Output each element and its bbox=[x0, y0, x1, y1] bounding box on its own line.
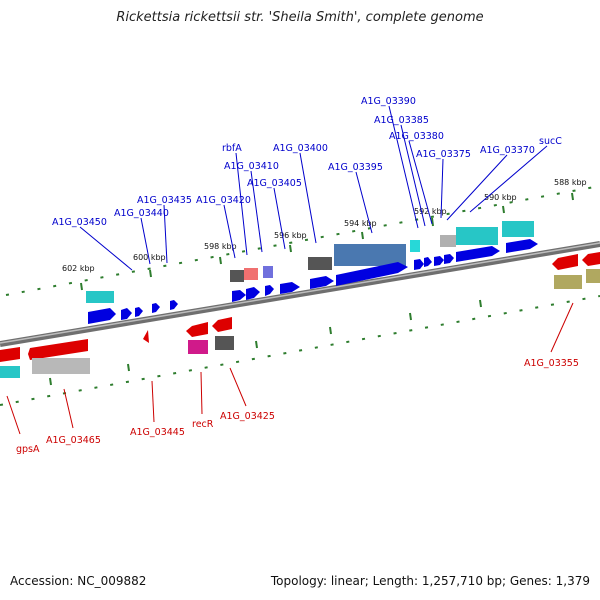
gene-arrow bbox=[135, 307, 143, 317]
scale-tick-marks bbox=[49, 192, 574, 386]
gene-arrow bbox=[121, 308, 132, 320]
cog-box bbox=[586, 269, 600, 283]
gene-label-A1G_03370: A1G_03370 bbox=[480, 145, 535, 156]
cog-box bbox=[86, 291, 114, 303]
gene-arrow bbox=[143, 330, 149, 343]
gene-arrow bbox=[310, 276, 334, 289]
tick-label-598kbp: 598 kbp bbox=[204, 242, 237, 251]
cog-box bbox=[188, 340, 208, 354]
cog-box bbox=[308, 257, 332, 270]
gene-label-gpsA: gpsA bbox=[16, 444, 40, 455]
gene-label-A1G_03400: A1G_03400 bbox=[273, 143, 328, 154]
cog-box bbox=[554, 275, 582, 289]
gene-label-rbfA: rbfA bbox=[222, 143, 242, 154]
gene-arrow bbox=[280, 282, 300, 294]
gc-track-outer bbox=[0, 185, 600, 406]
gene-arrow bbox=[506, 239, 538, 253]
reverse-strand-genes bbox=[0, 252, 600, 362]
tick-label-602kbp: 602 kbp bbox=[62, 264, 95, 273]
gene-arrow bbox=[414, 259, 424, 270]
genome-backbone bbox=[0, 241, 600, 347]
gene-arrow bbox=[552, 254, 578, 270]
gene-label-A1G_03435: A1G_03435 bbox=[137, 195, 192, 206]
gene-label-A1G_03440: A1G_03440 bbox=[114, 208, 169, 219]
gene-arrow bbox=[246, 287, 260, 300]
gene-label-A1G_03450: A1G_03450 bbox=[52, 217, 107, 228]
accession-text: Accession: NC_009882 bbox=[10, 574, 147, 588]
gene-arrow bbox=[434, 256, 444, 266]
cog-box bbox=[230, 270, 244, 282]
gene-label-A1G_03410: A1G_03410 bbox=[224, 161, 279, 172]
gene-label-A1G_03375: A1G_03375 bbox=[416, 149, 471, 160]
gene-label-A1G_03445: A1G_03445 bbox=[130, 427, 185, 438]
cog-box bbox=[456, 227, 498, 245]
gene-arrow bbox=[170, 300, 178, 310]
gene-arrow bbox=[212, 317, 232, 332]
topology-text: Topology: linear; Length: 1,257,710 bp; … bbox=[270, 574, 590, 588]
gene-label-recR: recR bbox=[192, 419, 214, 430]
cog-box bbox=[244, 268, 258, 280]
gene-arrow bbox=[0, 347, 20, 362]
tick-label-594kbp: 594 kbp bbox=[344, 219, 377, 228]
cog-box bbox=[334, 244, 406, 266]
cog-box bbox=[440, 235, 456, 247]
gene-label-A1G_03395: A1G_03395 bbox=[328, 162, 383, 173]
gene-label-A1G_03420: A1G_03420 bbox=[196, 195, 251, 206]
cog-box bbox=[410, 240, 420, 252]
gene-label-A1G_03380: A1G_03380 bbox=[389, 131, 444, 142]
reverse-label-leaders bbox=[6, 302, 574, 435]
gene-label-A1G_03425: A1G_03425 bbox=[220, 411, 275, 422]
gene-label-sucC: sucC bbox=[539, 136, 562, 147]
gene-label-A1G_03385: A1G_03385 bbox=[374, 115, 429, 126]
cog-box bbox=[263, 266, 273, 278]
gene-arrow bbox=[582, 252, 600, 266]
gene-arrow bbox=[232, 290, 246, 302]
reverse-cog-boxes bbox=[0, 269, 600, 378]
gene-arrow bbox=[88, 308, 116, 324]
cog-box bbox=[32, 358, 90, 374]
gene-arrow bbox=[336, 262, 408, 286]
gene-label-A1G_03405: A1G_03405 bbox=[247, 178, 302, 189]
cog-box bbox=[215, 336, 234, 350]
genome-title: Rickettsia rickettsii str. 'Sheila Smith… bbox=[116, 10, 484, 25]
cog-box bbox=[502, 221, 534, 237]
forward-label-leaders bbox=[79, 105, 548, 271]
tick-label-588kbp: 588 kbp bbox=[554, 178, 587, 187]
tick-label-600kbp: 600 kbp bbox=[133, 253, 166, 262]
forward-cog-boxes bbox=[86, 221, 534, 303]
tick-label-590kbp: 590 kbp bbox=[484, 193, 517, 202]
gene-arrow bbox=[424, 257, 432, 267]
gene-arrow bbox=[186, 322, 208, 337]
gene-arrow bbox=[456, 246, 500, 262]
gene-arrow bbox=[152, 303, 160, 313]
gene-label-A1G_03355: A1G_03355 bbox=[524, 358, 579, 369]
cog-box bbox=[0, 366, 20, 378]
gene-arrow bbox=[28, 339, 88, 360]
gene-label-A1G_03390: A1G_03390 bbox=[361, 96, 416, 107]
tick-label-596kbp: 596 kbp bbox=[274, 231, 307, 240]
tick-label-592kbp: 592 kbp bbox=[414, 207, 447, 216]
forward-strand-genes bbox=[88, 239, 538, 324]
gene-arrow bbox=[265, 285, 274, 296]
gene-label-A1G_03465: A1G_03465 bbox=[46, 435, 101, 446]
gene-arrow bbox=[444, 254, 454, 264]
